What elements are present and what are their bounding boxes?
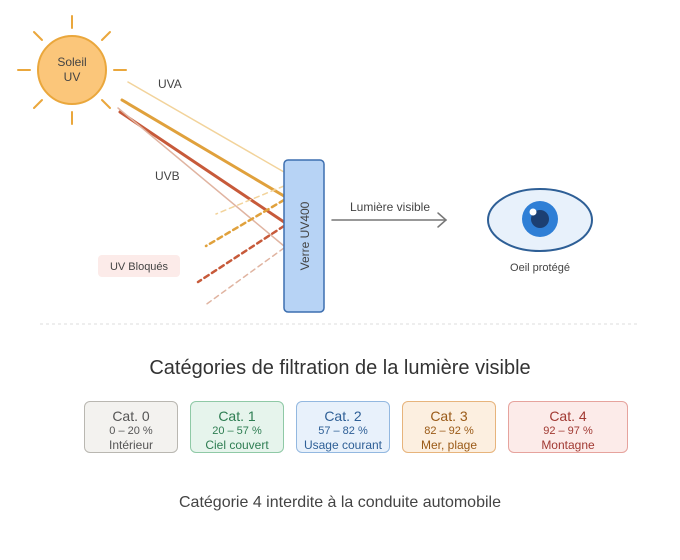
uv400-glass [283,159,325,313]
blocked-label: UV Bloqués [110,261,169,273]
category-use: Intérieur [108,438,154,452]
sun-icon [37,35,107,105]
category-range: 0 – 20 % [109,425,153,437]
sun-rays [17,15,127,125]
category-card-4: Cat. 4 92 – 97 % Montagne [508,401,628,453]
category-use: Montagne [541,438,595,452]
uv-filter-diagram: Soleil UV UVA UVB UV Bloqués Verre UV400… [17,15,640,325]
category-name: Cat. 0 [112,408,150,424]
eye-label: Oeil protégé [510,262,570,274]
glass-label: Verre UV400 [298,201,312,270]
category-range: 82 – 92 % [424,425,474,437]
eye-icon [487,188,593,252]
blocked-rays [196,185,286,307]
category-name: Cat. 1 [218,408,256,424]
driving-warning-note: Catégorie 4 interdite à la conduite auto… [179,494,501,511]
category-range: 92 – 97 % [543,425,593,437]
category-name: Cat. 4 [549,408,587,424]
categories-title: Catégories de filtration de la lumière v… [149,357,531,379]
categories-list: Cat. 0 0 – 20 % Intérieur Cat. 1 20 – 57… [0,401,680,455]
incoming-rays [117,81,286,247]
sun-label-line1: Soleil [57,55,86,69]
uvb-label: UVB [155,169,180,183]
blocked-label-bg [98,255,180,277]
category-card-2: Cat. 2 57 – 82 % Usage courant [296,401,390,453]
category-use: Usage courant [303,438,383,452]
category-range: 57 – 82 % [318,425,368,437]
category-range: 20 – 57 % [212,425,262,437]
category-card-0: Cat. 0 0 – 20 % Intérieur [84,401,178,453]
sun-label-line2: UV [64,70,81,84]
category-card-3: Cat. 3 82 – 92 % Mer, plage [402,401,496,453]
uva-label: UVA [158,77,182,91]
category-use: Mer, plage [420,438,478,452]
category-card-1: Cat. 1 20 – 57 % Ciel couvert [190,401,284,453]
category-use: Ciel couvert [205,438,269,452]
visible-light-label: Lumière visible [350,200,430,214]
category-name: Cat. 3 [430,408,468,424]
category-name: Cat. 2 [324,408,362,424]
visible-light-arrow [331,212,448,228]
